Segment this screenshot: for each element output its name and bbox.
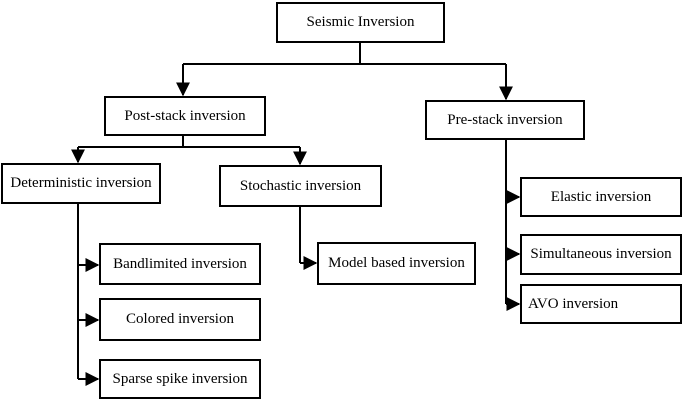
- node-simultaneous-inversion: Simultaneous inversion: [520, 234, 682, 275]
- node-label: Stochastic inversion: [239, 177, 362, 194]
- node-label: Model based inversion: [328, 255, 465, 271]
- node-pre-stack-inversion: Pre-stack inversion: [425, 100, 585, 140]
- node-post-stack-inversion: Post-stack inversion: [104, 96, 266, 136]
- node-avo-inversion: AVO inversion: [520, 284, 682, 324]
- node-seismic-inversion: Seismic Inversion: [276, 2, 445, 43]
- node-label: Deterministic inversion: [10, 175, 152, 191]
- node-label: AVO inversion: [528, 295, 619, 312]
- node-label: Colored inversion: [126, 311, 234, 327]
- node-stochastic-inversion: Stochastic inversion: [219, 165, 382, 207]
- node-bandlimited-inversion: Bandlimited inversion: [99, 243, 261, 285]
- node-label: Seismic Inversion: [306, 14, 415, 30]
- node-deterministic-inversion: Deterministic inversion: [1, 163, 161, 204]
- node-elastic-inversion: Elastic inversion: [520, 177, 682, 217]
- node-model-based-inversion: Model based inversion: [317, 242, 476, 285]
- node-label: Simultaneous inversion: [530, 246, 672, 262]
- node-label: Pre-stack inversion: [447, 111, 563, 128]
- node-label: Elastic inversion: [550, 188, 652, 205]
- node-colored-inversion: Colored inversion: [99, 298, 261, 341]
- node-label: Sparse spike inversion: [112, 370, 248, 387]
- node-label: Post-stack inversion: [124, 107, 246, 124]
- node-sparse-spike-inversion: Sparse spike inversion: [99, 359, 261, 399]
- node-label: Bandlimited inversion: [113, 255, 247, 272]
